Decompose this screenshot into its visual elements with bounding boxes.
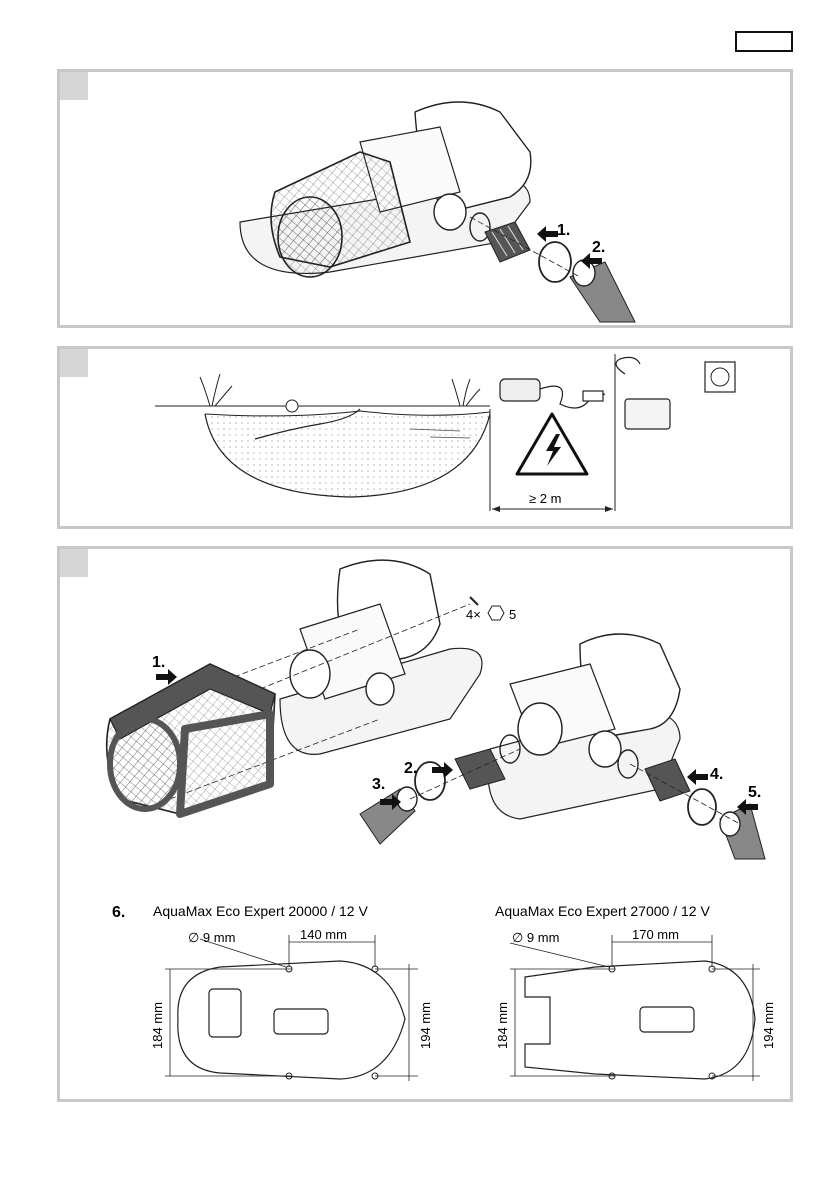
hole-spacing-label: 140 mm (300, 927, 347, 942)
inner-height-label: 184 mm (495, 1002, 510, 1049)
assembly-and-dimensions-illustration: 4× 5 1. 2. 3. (60, 549, 790, 1099)
pump-outlet (518, 703, 562, 755)
arrow-step-1 (537, 226, 558, 242)
figure-panel-2: ≥ 2 m (57, 346, 793, 529)
step-label: 2. (404, 760, 417, 777)
arrow-step-1 (156, 669, 177, 685)
hex-size: 5 (509, 607, 516, 622)
hose-clamp (720, 812, 740, 836)
screw (470, 597, 478, 605)
hex-key-icon (488, 606, 504, 620)
plug-connector (583, 391, 603, 401)
outer-height-label: 194 mm (418, 1002, 433, 1049)
inner-height-label: 184 mm (150, 1002, 165, 1049)
step-label: 1. (557, 222, 570, 239)
hole-diameter-label: ∅ 9 mm (512, 930, 559, 945)
transformer (625, 399, 670, 429)
base-plate-drawing-20000 (165, 935, 418, 1081)
union-nut (539, 242, 571, 282)
pump-outlet (434, 194, 466, 230)
pond-plants (200, 374, 480, 406)
outer-height-label: 194 mm (761, 1002, 776, 1049)
figure-panel-1: 1. 2. (57, 69, 793, 328)
step-label: 5. (748, 784, 761, 801)
distance-label: ≥ 2 m (529, 491, 561, 506)
language-box (735, 31, 793, 52)
step-label: 2. (592, 239, 605, 256)
wall-socket (705, 362, 735, 392)
figure-panel-3: 4× 5 1. 2. 3. (57, 546, 793, 1102)
pump-hose-illustration: 1. 2. (60, 72, 790, 325)
hole-spacing-label: 170 mm (632, 927, 679, 942)
step-label: 6. (112, 904, 125, 921)
step-label: 3. (372, 776, 385, 793)
hose-clamp (397, 787, 417, 811)
pond-safety-illustration: ≥ 2 m (60, 349, 790, 526)
union-nut (688, 789, 716, 825)
pump-outlet (589, 731, 621, 767)
pond-basin (205, 414, 490, 497)
base-plate-drawing-27000 (510, 935, 760, 1081)
model-name: AquaMax Eco Expert 27000 / 12 V (495, 903, 710, 919)
model-name: AquaMax Eco Expert 20000 / 12 V (153, 903, 368, 919)
step-label: 4. (710, 766, 723, 783)
hole-diameter-label: ∅ 9 mm (188, 930, 235, 945)
step-label: 1. (152, 654, 165, 671)
pump-on-bank (500, 379, 540, 401)
screw-count: 4× (466, 607, 481, 622)
arrow-step-4 (687, 769, 708, 785)
